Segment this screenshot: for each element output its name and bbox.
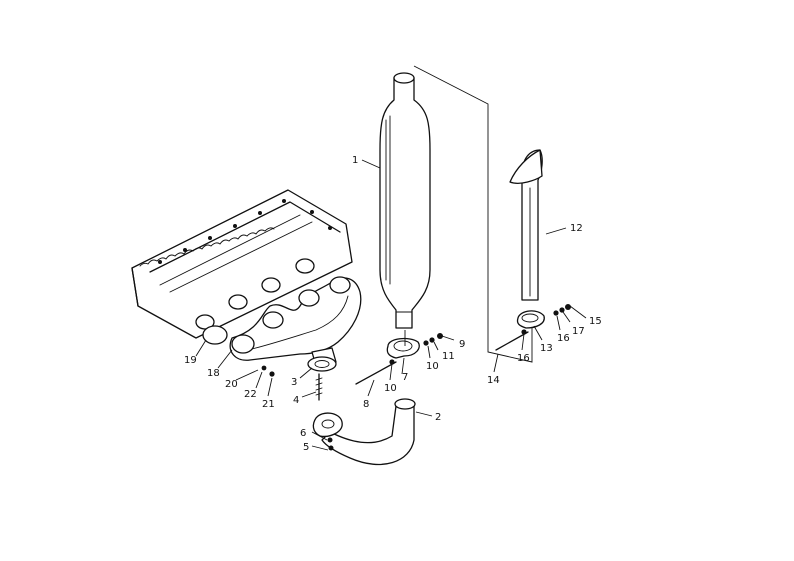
alignment-lines [404,65,533,363]
engine-block-drawing [131,189,353,345]
muffler-drawing [379,72,431,329]
part-label-22: 22 [244,389,257,400]
part-label-14: 14 [487,375,500,386]
exhaust-manifold-drawing [229,276,362,367]
part-label-17: 17 [572,326,585,337]
part-label-16b: 16 [557,333,570,344]
part-labels: 1 2 3 4 5 6 7 8 9 10 10 11 12 13 14 15 1… [184,155,602,453]
part-label-1: 1 [352,155,358,166]
part-label-12: 12 [570,223,583,234]
gasket-stud-drawing [307,356,337,401]
part-label-7: 7 [402,372,408,383]
muffler-clamp-drawing [355,333,443,385]
part-label-13: 13 [540,343,553,354]
leader-lines [195,159,587,451]
part-label-11: 11 [442,351,455,362]
part-label-18: 18 [207,368,220,379]
part-label-8: 8 [363,399,369,410]
part-label-10b: 10 [426,361,439,372]
part-label-3: 3 [291,377,297,388]
part-label-19: 19 [184,355,197,366]
part-label-9: 9 [459,339,465,350]
part-label-6: 6 [300,428,306,439]
part-label-5: 5 [303,442,309,453]
part-label-10a: 10 [384,383,397,394]
part-label-4: 4 [293,395,299,406]
tailpipe-drawing [495,149,571,351]
part-label-15: 15 [589,316,602,327]
exhaust-elbow-drawing [312,398,416,466]
part-label-20: 20 [225,379,238,390]
part-label-2: 2 [435,412,441,423]
part-label-16a: 16 [517,353,530,364]
part-label-21: 21 [262,399,275,410]
